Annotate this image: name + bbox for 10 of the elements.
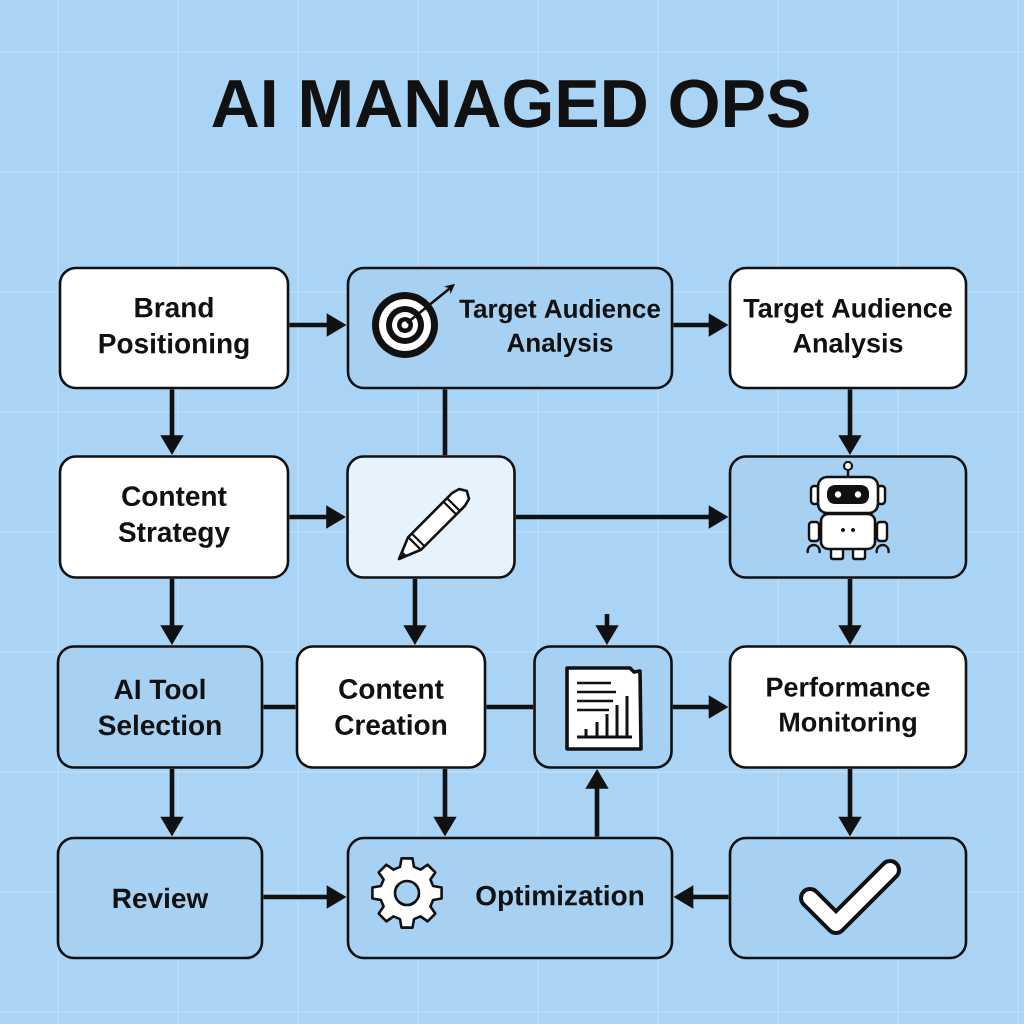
process-box: Performance Monitoring [728,645,968,769]
process-box: Content Strategy [58,455,290,579]
process-box: Review [56,836,264,960]
process-box: Brand Positioning [58,266,290,390]
process-box: Target Audience Analysis [346,266,674,390]
process-box: Target Audience Analysis [728,266,968,390]
process-box: AI Tool Selection [56,645,264,769]
process-box: Content Creation [295,645,487,769]
title: AI MANAGED OPS [212,79,809,128]
process-box: Optimization [346,836,674,960]
